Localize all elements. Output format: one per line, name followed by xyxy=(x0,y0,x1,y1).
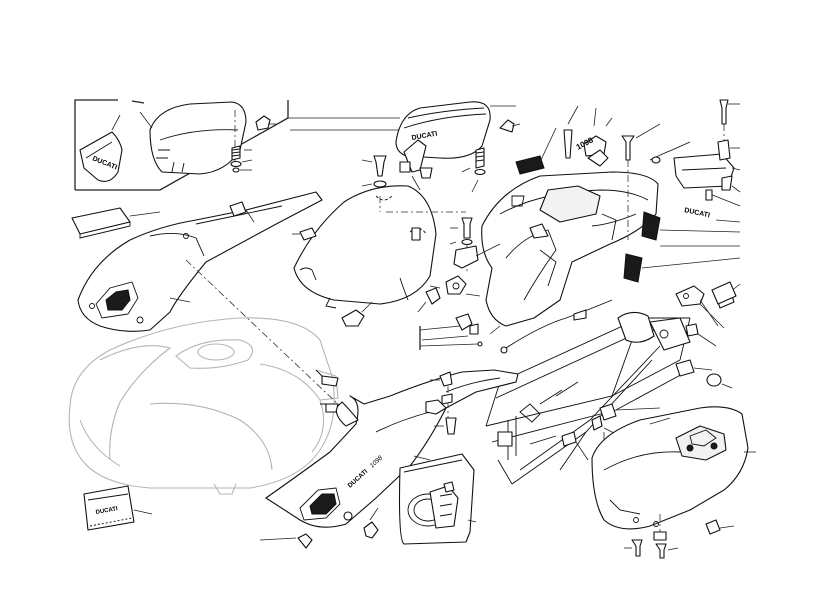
frame-rubber xyxy=(675,359,695,377)
seat-rubber-pad xyxy=(299,227,317,241)
undertray-grommet xyxy=(705,519,721,535)
undertray-screw xyxy=(631,539,643,557)
inset-frame-left xyxy=(74,99,118,190)
toolkit-bag-body xyxy=(83,485,135,531)
latch-plate xyxy=(445,275,467,295)
tail-light-lens xyxy=(515,155,545,175)
toolkit-bag-logo: DUCATI xyxy=(95,506,118,516)
tail-screw-2 xyxy=(621,135,635,161)
manual-booklet xyxy=(71,207,131,235)
undertray-nut xyxy=(653,531,667,541)
subframe-mount xyxy=(617,311,655,343)
side-reflector xyxy=(641,211,661,241)
tail-screw xyxy=(563,129,573,159)
top-bolt xyxy=(719,99,729,125)
cable-nipple xyxy=(500,346,508,354)
undertray-body xyxy=(591,406,749,530)
small-sticker xyxy=(711,281,737,305)
side-reflector-2 xyxy=(623,253,643,283)
seat-nut xyxy=(232,167,240,173)
panel-screw-head xyxy=(343,511,353,521)
seat-pan xyxy=(292,185,466,327)
undertray-screw-2 xyxy=(655,543,667,559)
seat-screw xyxy=(461,217,473,239)
panel-screw xyxy=(363,521,379,539)
rear-undertray xyxy=(591,406,756,559)
right-side-panel: DUCATI 1098 xyxy=(259,369,519,549)
undertray-hatch xyxy=(675,425,727,461)
centre-hardware xyxy=(417,217,501,350)
seat-washer xyxy=(230,160,242,168)
seat-pan-clip xyxy=(341,309,365,327)
tail-body xyxy=(481,171,659,327)
subframe-plate xyxy=(649,317,691,351)
left-side-panel xyxy=(77,191,341,407)
seat-lock-hook xyxy=(499,119,515,133)
seat-bolt xyxy=(373,155,387,177)
side-panel-body xyxy=(77,191,323,332)
small-rivet xyxy=(477,341,483,347)
right-panel-vent xyxy=(309,493,337,515)
o-ring xyxy=(706,373,722,387)
panel-clip xyxy=(297,533,313,549)
cable-end xyxy=(651,156,661,164)
rider-seat-assembly: DUCATI xyxy=(288,101,521,193)
fuel-tank-outline xyxy=(68,317,339,495)
box-clip xyxy=(717,139,731,161)
toolkit-bag: DUCATI xyxy=(83,485,153,531)
tail-inner-cavity xyxy=(539,185,601,223)
seat-hinge xyxy=(453,245,479,269)
seat-cowl-cover xyxy=(79,131,123,182)
misc-parts xyxy=(315,223,737,413)
electrics xyxy=(649,99,741,207)
rider-seat-logo: DUCATI xyxy=(411,131,438,142)
passenger-seat xyxy=(149,101,247,175)
rear-subframe xyxy=(485,283,741,485)
seat-latch xyxy=(255,115,271,131)
seat-base xyxy=(293,185,437,305)
side-panel-bolt xyxy=(445,417,457,435)
fuel-filler-box xyxy=(398,453,477,545)
panel-grommet xyxy=(229,201,247,217)
inset-frame-mark xyxy=(131,100,145,104)
tail-decal: DUCATI xyxy=(684,207,711,219)
side-panel-vent xyxy=(105,289,131,311)
seat-cover-inset: DUCATI xyxy=(74,99,289,191)
seat-spring-2 xyxy=(475,147,485,169)
cable-clamp xyxy=(675,285,705,307)
latch-roller xyxy=(425,287,441,305)
owner-manual xyxy=(71,207,161,239)
